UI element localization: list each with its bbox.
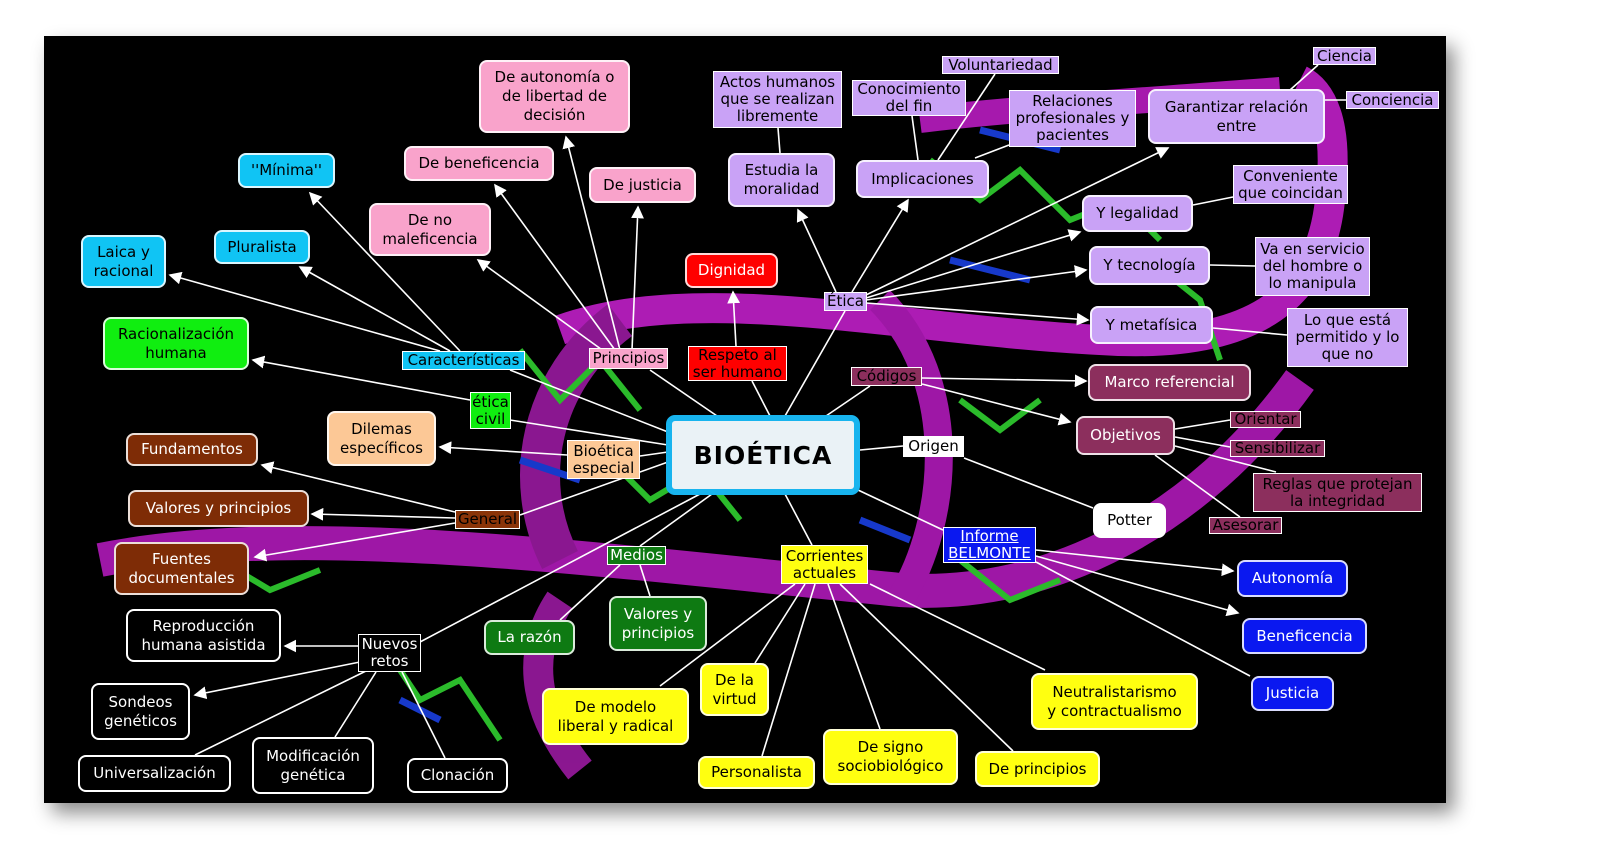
- node-pluralista[interactable]: Pluralista: [214, 230, 310, 264]
- link-respeto-ser-humano[interactable]: Respeto al ser humano: [688, 346, 787, 381]
- node-modificacion[interactable]: Modificación genética: [252, 737, 374, 794]
- node-sensibilizar[interactable]: Sensibilizar: [1230, 440, 1325, 457]
- node-modelo-liberal[interactable]: De modelo liberal y radical: [542, 688, 689, 745]
- node-legalidad[interactable]: Y legalidad: [1082, 195, 1193, 232]
- node-minima[interactable]: ''Mínima'': [238, 153, 335, 188]
- link-bioetica-especial[interactable]: Bioética especial: [567, 440, 640, 479]
- link-informe-belmonte[interactable]: Informe BELMONTE: [943, 527, 1036, 563]
- node-voluntariedad[interactable]: Voluntariedad: [942, 56, 1059, 74]
- node-estudia-moralidad[interactable]: Estudia la moralidad: [728, 153, 835, 207]
- link-nuevos-retos[interactable]: Nuevos retos: [358, 634, 421, 672]
- node-conveniente[interactable]: Conveniente que coincidan: [1233, 165, 1348, 204]
- node-racionalizacion[interactable]: Racionalización humana: [103, 317, 249, 370]
- node-implicaciones[interactable]: Implicaciones: [856, 160, 989, 198]
- link-corrientes-actuales[interactable]: Corrientes actuales: [781, 545, 868, 584]
- node-objetivos[interactable]: Objetivos: [1076, 416, 1175, 455]
- node-clonacion[interactable]: Clonación: [407, 758, 508, 793]
- node-personalista[interactable]: Personalista: [698, 756, 815, 789]
- link-etica[interactable]: Ética: [824, 292, 867, 311]
- node-dignidad[interactable]: Dignidad: [685, 253, 778, 288]
- node-sociobiologico[interactable]: De signo sociobiológico: [823, 729, 958, 785]
- link-codigos[interactable]: Códigos: [851, 367, 922, 386]
- node-relaciones[interactable]: Relaciones profesionales y pacientes: [1009, 90, 1136, 147]
- node-reproduccion[interactable]: Reproducción humana asistida: [126, 609, 281, 662]
- node-garantizar[interactable]: Garantizar relación entre: [1148, 89, 1325, 144]
- node-conciencia[interactable]: Conciencia: [1346, 91, 1439, 109]
- node-universalizacion[interactable]: Universalización: [78, 755, 231, 792]
- node-valores-principios-general[interactable]: Valores y principios: [128, 490, 309, 527]
- node-de-beneficencia[interactable]: De beneficencia: [404, 146, 554, 181]
- node-de-justicia[interactable]: De justicia: [589, 167, 696, 203]
- node-autonomia-libertad[interactable]: De autonomía o de libertad de decisión: [479, 60, 630, 133]
- node-potter[interactable]: Potter: [1093, 503, 1166, 538]
- central-topic-bioetica[interactable]: BIOÉTICA: [666, 415, 860, 495]
- node-orientar[interactable]: Orientar: [1230, 411, 1301, 428]
- node-sondeos[interactable]: Sondeos genéticos: [91, 683, 190, 740]
- node-dilemas[interactable]: Dilemas específicos: [327, 411, 436, 466]
- node-no-maleficencia[interactable]: De no maleficencia: [369, 203, 491, 256]
- node-valores-principios-medios[interactable]: Valores y principios: [609, 596, 707, 651]
- node-metafisica[interactable]: Y metafísica: [1090, 306, 1213, 344]
- node-lo-permitido[interactable]: Lo que está permitido y lo que no: [1287, 308, 1408, 367]
- node-tecnologia[interactable]: Y tecnología: [1089, 246, 1210, 285]
- node-neutralistarismo[interactable]: Neutralistarismo y contractualismo: [1031, 673, 1198, 730]
- node-va-servicio[interactable]: Va en servicio del hombre o lo manipula: [1255, 237, 1370, 296]
- node-beneficencia[interactable]: Beneficencia: [1242, 618, 1367, 654]
- node-autonomia[interactable]: Autonomía: [1237, 560, 1348, 597]
- link-origen[interactable]: Origen: [903, 436, 964, 457]
- node-actos-humanos[interactable]: Actos humanos que se realizan libremente: [713, 71, 842, 128]
- node-ciencia[interactable]: Ciencia: [1313, 47, 1376, 65]
- node-asesorar[interactable]: Asesorar: [1209, 517, 1282, 534]
- link-etica-civil[interactable]: ética civil: [470, 392, 511, 429]
- node-justicia[interactable]: Justicia: [1251, 676, 1334, 711]
- node-la-razon[interactable]: La razón: [484, 620, 575, 655]
- link-caracteristicas[interactable]: Características: [402, 351, 525, 370]
- link-general[interactable]: General: [455, 510, 520, 529]
- node-de-la-virtud[interactable]: De la virtud: [700, 663, 769, 716]
- link-principios[interactable]: Principios: [589, 348, 668, 369]
- node-laica-racional[interactable]: Laica y racional: [81, 235, 166, 288]
- node-fuentes[interactable]: Fuentes documentales: [114, 542, 249, 595]
- node-fundamentos[interactable]: Fundamentos: [126, 433, 258, 466]
- node-reglas[interactable]: Reglas que protejan la integridad: [1253, 473, 1422, 512]
- node-marco-referencial[interactable]: Marco referencial: [1088, 364, 1251, 401]
- node-de-principios[interactable]: De principios: [975, 751, 1100, 787]
- node-conocimiento-fin[interactable]: Conocimiento del fin: [852, 80, 966, 116]
- link-medios[interactable]: Medios: [607, 546, 666, 565]
